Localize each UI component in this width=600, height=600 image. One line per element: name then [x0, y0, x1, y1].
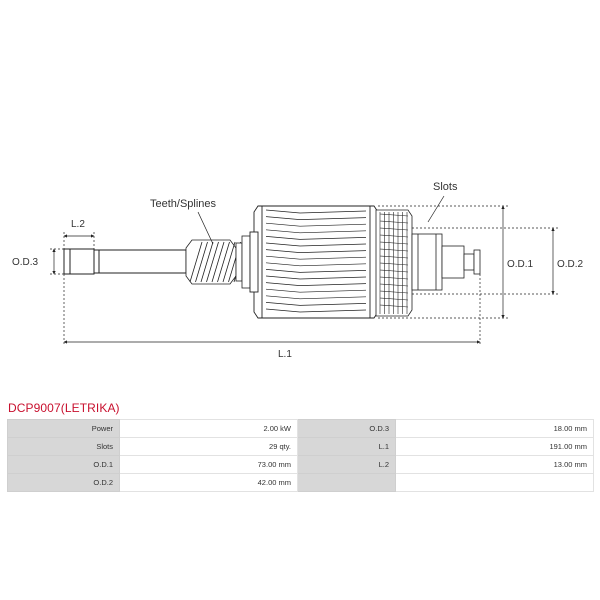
- armature-diagram: Teeth/Splines Slots L.2 O.D.3 O.D.1 O.D.…: [12, 181, 584, 360]
- spec-label: O.D.2: [7, 473, 120, 492]
- commutator: [375, 209, 481, 317]
- spec-label: L.2: [297, 455, 396, 474]
- od2-label: O.D.2: [557, 259, 584, 270]
- spec-label-empty: [297, 473, 396, 492]
- teeth-splines: [185, 235, 251, 289]
- spec-label: Power: [7, 419, 120, 438]
- spec-table: Power 2.00 kW O.D.3 18.00 mm Slots 29 qt…: [7, 419, 594, 492]
- spec-label: O.D.1: [7, 455, 120, 474]
- spec-value: 73.00 mm: [119, 455, 298, 474]
- teeth-splines-label: Teeth/Splines: [150, 198, 217, 210]
- shaft-end: [63, 248, 187, 275]
- table-row: O.D.2 42.00 mm: [7, 473, 594, 492]
- l2-label: L.2: [71, 219, 85, 230]
- spec-value: 13.00 mm: [395, 455, 594, 474]
- product-title: DCP9007(LETRIKA): [8, 401, 120, 415]
- spec-value: 42.00 mm: [119, 473, 298, 492]
- spec-value: 18.00 mm: [395, 419, 594, 438]
- spec-label: L.1: [297, 437, 396, 456]
- armature-core: [249, 205, 379, 319]
- spec-value: 29 qty.: [119, 437, 298, 456]
- od3-label: O.D.3: [12, 257, 39, 268]
- table-row: Power 2.00 kW O.D.3 18.00 mm: [7, 419, 594, 438]
- spec-value-empty: [395, 473, 594, 492]
- od1-label: O.D.1: [507, 259, 534, 270]
- spec-label: Slots: [7, 437, 120, 456]
- slots-label: Slots: [433, 181, 458, 193]
- dimension-lines: [50, 195, 558, 346]
- spec-value: 191.00 mm: [395, 437, 594, 456]
- l1-label: L.1: [278, 349, 292, 360]
- table-row: Slots 29 qty. L.1 191.00 mm: [7, 437, 594, 456]
- spec-label: O.D.3: [297, 419, 396, 438]
- spec-value: 2.00 kW: [119, 419, 298, 438]
- table-row: O.D.1 73.00 mm L.2 13.00 mm: [7, 455, 594, 474]
